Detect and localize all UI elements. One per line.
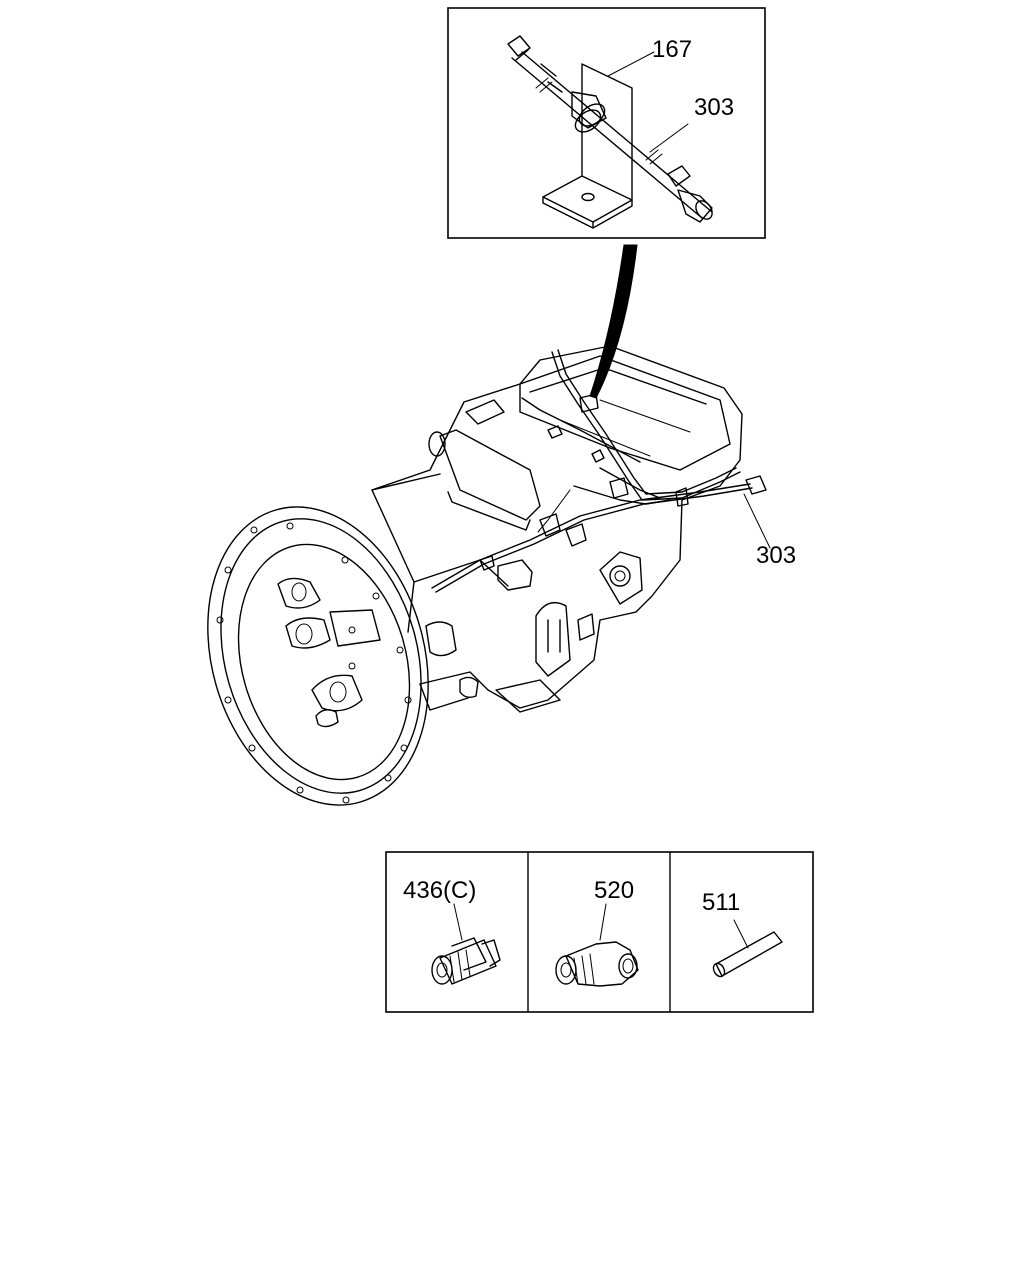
leader-line-167 xyxy=(607,51,655,77)
detail-pointer-arrow xyxy=(589,244,638,399)
callout-167: 167 xyxy=(652,36,692,63)
elbow-fitting-illustration xyxy=(555,941,639,987)
callout-303-main: 303 xyxy=(756,542,796,569)
pin-illustration xyxy=(712,931,783,978)
bracket-illustration xyxy=(542,63,633,229)
part-cell-511: 511 xyxy=(702,889,783,978)
connector-fitting-illustration xyxy=(431,937,501,985)
part-cell-436c: 436(C) xyxy=(403,877,501,985)
part-cell-520: 520 xyxy=(555,877,639,987)
parts-table: 436(C) 520 xyxy=(385,851,814,1013)
parts-table-frame xyxy=(385,851,814,1013)
detail-inset: 167 303 xyxy=(447,7,766,239)
leader-line-303-detail xyxy=(649,123,689,153)
callout-436c: 436(C) xyxy=(403,877,476,904)
transmission-illustration xyxy=(207,345,767,806)
flange-bolt-holes xyxy=(216,522,412,804)
leader-line-303-main xyxy=(743,493,771,549)
detail-hose-illustration xyxy=(507,35,713,223)
callout-511: 511 xyxy=(702,889,740,916)
callout-303-detail: 303 xyxy=(694,94,734,121)
callout-520: 520 xyxy=(594,877,634,904)
